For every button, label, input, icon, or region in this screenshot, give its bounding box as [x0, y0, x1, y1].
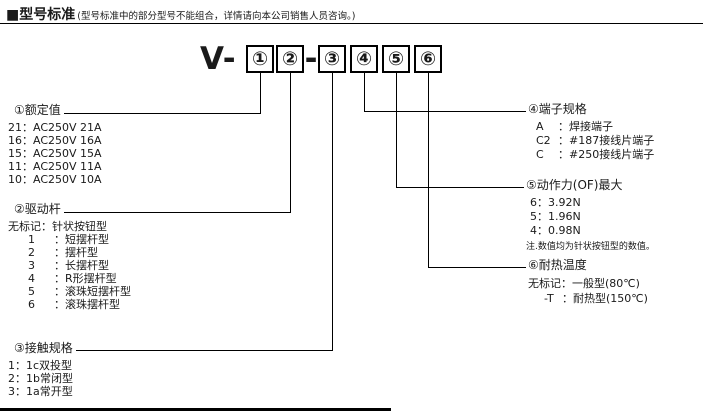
model-digit-2: ② — [281, 48, 299, 70]
list-item: 1：1c双投型 — [8, 359, 73, 372]
leader-line-1-vertical — [260, 73, 261, 113]
model-box-4: ④ — [350, 45, 378, 73]
page-header: ■型号标准 (型号标准中的部分型号不能组合，详情请向本公司销售人员咨询。) — [6, 4, 355, 24]
section-rated-value: ①额定值 21：AC250V 21A 16：AC250V 16A 15：AC25… — [8, 103, 102, 186]
model-digit-6: ⑥ — [419, 48, 437, 70]
model-digit-1: ① — [251, 48, 269, 70]
section-items: 6：3.92N 5：1.96N 4：0.98N 注.数值均为针状按钮型的数值。 — [526, 196, 655, 254]
section-items: 无标记：针状按钮型 1 ：短摆杆型 2 ：摆杆型 3 ：长摆杆型 4 ：R形摆杆型 5 ：… — [8, 220, 131, 311]
list-item: 无标记：一般型(80℃) — [528, 276, 648, 291]
item-code: 1 — [28, 233, 35, 246]
item-code: C — [536, 148, 544, 161]
item-label: ：R形摆杆型 — [54, 272, 117, 285]
list-item: A ：焊接端子 — [528, 120, 654, 134]
item-label: ：耐热型(150℃) — [562, 292, 648, 305]
item-code: 2 — [28, 246, 35, 259]
model-box-1: ① — [246, 45, 274, 73]
leader-line-5-vertical — [396, 73, 397, 187]
leader-line-6-vertical — [428, 73, 429, 267]
list-item: 3 ：长摆杆型 — [8, 259, 131, 272]
item-label: ：长摆杆型 — [54, 259, 109, 272]
item-code: 4 — [28, 272, 35, 285]
item-code: 6 — [28, 298, 35, 311]
leader-line-6-horizontal — [428, 267, 526, 268]
section-items: A ：焊接端子 C2 ：#187接线片端子 C ：#250接线片端子 — [528, 120, 654, 162]
model-box-3: ③ — [318, 45, 346, 73]
item-label: ：#187接线片端子 — [558, 134, 655, 147]
section-title: ⑥耐热温度 — [528, 258, 587, 272]
model-digit-4: ④ — [355, 48, 373, 70]
section-title: ③接触规格 — [14, 341, 73, 355]
list-item: -T ：耐热型(150℃) — [528, 291, 648, 306]
item-label: ：滚珠短摆杆型 — [54, 285, 131, 298]
list-item: 6：3.92N — [530, 196, 581, 209]
list-item: 5：1.96N — [530, 210, 581, 223]
leader-line-5-horizontal — [396, 187, 524, 188]
model-box-5: ⑤ — [382, 45, 410, 73]
model-prefix: V- — [200, 41, 237, 77]
section-items: 1：1c双投型 2：1b常闭型 3：1a常开型 — [8, 359, 73, 398]
list-item: C2 ：#187接线片端子 — [528, 134, 654, 148]
leader-line-3-vertical — [332, 73, 333, 350]
section-actuator: ②驱动杆 无标记：针状按钮型 1 ：短摆杆型 2 ：摆杆型 3 ：长摆杆型 4 ：R形摆… — [8, 202, 131, 311]
section-note: 注.数值均为针状按钮型的数值。 — [526, 242, 655, 252]
leader-line-4-vertical — [364, 73, 365, 111]
section-operating-force: ⑤动作力(OF)最大 6：3.92N 5：1.96N 4：0.98N 注.数值均… — [526, 178, 655, 254]
page-title: ■型号标准 — [6, 7, 76, 23]
item-code: 3 — [28, 259, 35, 272]
page-title-note: (型号标准中的部分型号不能组合，详情请向本公司销售人员咨询。) — [77, 11, 356, 22]
list-item: 4：0.98N — [530, 224, 581, 237]
item-code: 无标记 — [8, 220, 41, 233]
list-item: 16：AC250V 16A — [8, 134, 102, 147]
section-items: 21：AC250V 21A 16：AC250V 16A 15：AC250V 15… — [8, 121, 102, 186]
leader-line-2-horizontal — [64, 212, 291, 213]
list-item: 21：AC250V 21A — [8, 121, 102, 134]
leader-line-2-vertical — [290, 73, 291, 212]
section-title: ②驱动杆 — [14, 202, 61, 216]
list-item: C ：#250接线片端子 — [528, 148, 654, 162]
list-item: 5 ：滚珠短摆杆型 — [8, 285, 131, 298]
item-label: ：滚珠摆杆型 — [54, 298, 120, 311]
section-title: ⑤动作力(OF)最大 — [526, 178, 623, 192]
item-code: -T — [544, 292, 554, 305]
leader-line-3-horizontal — [76, 350, 333, 351]
item-code: C2 — [536, 134, 551, 147]
list-item: 4 ：R形摆杆型 — [8, 272, 131, 285]
item-code: A — [536, 120, 544, 133]
list-item: 6 ：滚珠摆杆型 — [8, 298, 131, 311]
section-items: 无标记：一般型(80℃) -T ：耐热型(150℃) — [528, 276, 648, 306]
list-item: 10：AC250V 10A — [8, 173, 102, 186]
list-item: 15：AC250V 15A — [8, 147, 102, 160]
item-label: ：#250接线片端子 — [558, 148, 655, 161]
model-dash: - — [304, 41, 318, 77]
leader-line-4-horizontal — [364, 111, 526, 112]
section-terminal-spec: ④端子规格 A ：焊接端子 C2 ：#187接线片端子 C ：#250接线片端子 — [528, 102, 654, 162]
section-heat-resistance: ⑥耐热温度 无标记：一般型(80℃) -T ：耐热型(150℃) — [528, 258, 648, 306]
list-item: 无标记：针状按钮型 — [8, 220, 131, 233]
item-label: ：焊接端子 — [558, 120, 613, 133]
list-item: 2：1b常闭型 — [8, 372, 73, 385]
item-label: ：针状按钮型 — [41, 220, 107, 233]
list-item: 2 ：摆杆型 — [8, 246, 131, 259]
item-label: ：短摆杆型 — [54, 233, 109, 246]
header-divider — [0, 23, 703, 24]
item-label: ：摆杆型 — [54, 246, 98, 259]
model-digit-3: ③ — [323, 48, 341, 70]
list-item: 1 ：短摆杆型 — [8, 233, 131, 246]
item-label: ：一般型(80℃) — [561, 277, 640, 290]
section-contact-spec: ③接触规格 1：1c双投型 2：1b常闭型 3：1a常开型 — [8, 341, 73, 398]
section-title: ①额定值 — [14, 103, 61, 117]
list-item: 3：1a常开型 — [8, 385, 73, 398]
model-digit-5: ⑤ — [387, 48, 405, 70]
bottom-divider — [0, 408, 391, 411]
model-box-6: ⑥ — [414, 45, 442, 73]
section-title: ④端子规格 — [528, 102, 587, 116]
model-box-2: ② — [276, 45, 304, 73]
item-code: 5 — [28, 285, 35, 298]
list-item: 11：AC250V 11A — [8, 160, 102, 173]
item-code: 无标记 — [528, 277, 561, 290]
leader-line-1-horizontal — [64, 113, 261, 114]
